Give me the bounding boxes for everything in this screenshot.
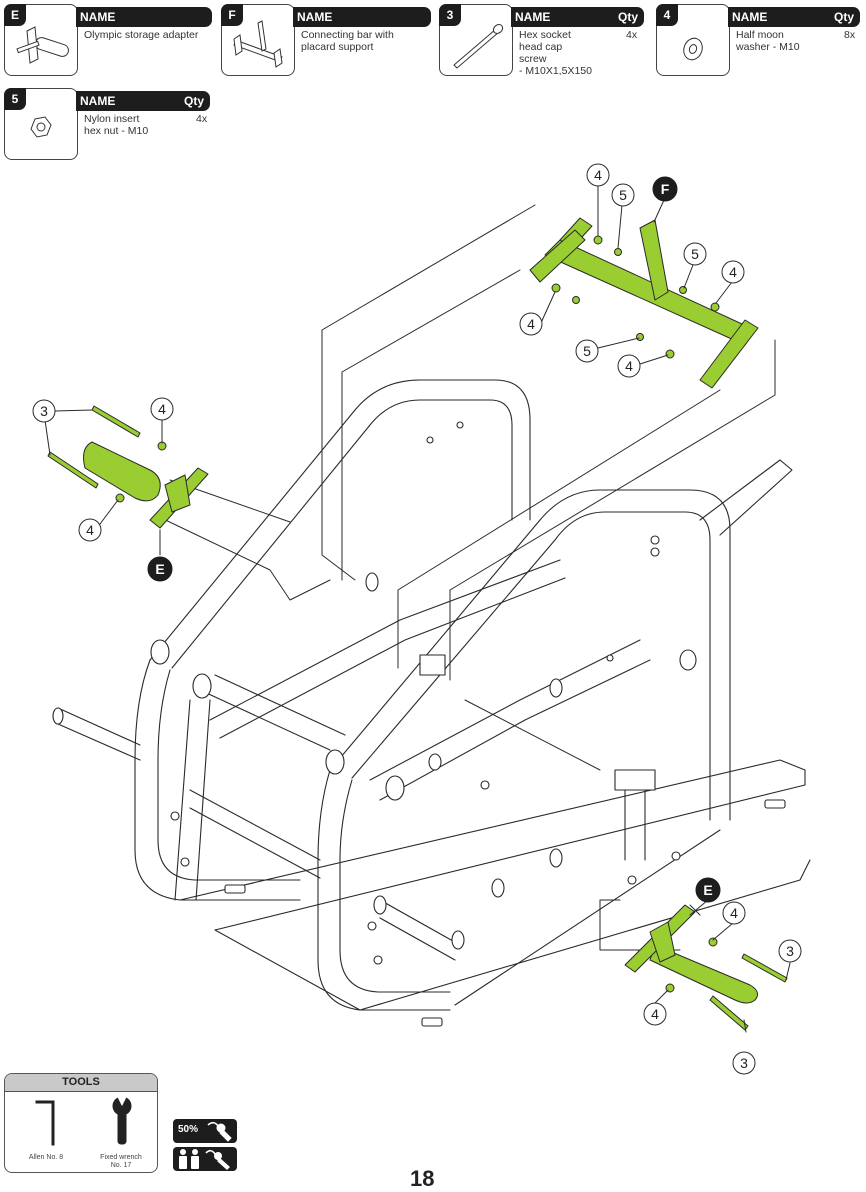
callout-bubble: E bbox=[147, 556, 173, 582]
callout-bubble: 4 bbox=[78, 518, 102, 542]
part-name-header: NAME bbox=[76, 7, 212, 27]
name-header-label: NAME bbox=[80, 94, 116, 108]
part-description: Nylon insert hex nut - M10 bbox=[84, 113, 149, 137]
callouts-right: E 4 3 4 3 bbox=[643, 877, 802, 1075]
power-tool-percent: 50% bbox=[178, 1124, 199, 1135]
part-qty: 4x bbox=[196, 113, 208, 125]
part-thumbnail bbox=[221, 4, 295, 76]
part-id: F bbox=[221, 4, 243, 26]
callouts-left: 3 4 4 E bbox=[32, 397, 174, 582]
callout-bubble: 4 bbox=[519, 312, 543, 336]
allen-key-icon bbox=[35, 1100, 55, 1146]
name-header-label: NAME bbox=[732, 10, 768, 24]
callout-label: 4 bbox=[158, 401, 166, 417]
two-person-badge bbox=[173, 1147, 237, 1171]
callout-bubble: 4 bbox=[150, 397, 174, 421]
part-id: 3 bbox=[439, 4, 461, 26]
gym-frame bbox=[52, 379, 811, 1027]
tool-label-allen: Allen No. 8 bbox=[28, 1154, 64, 1161]
name-header-label: NAME bbox=[515, 10, 551, 24]
callout-label: 5 bbox=[619, 187, 627, 203]
callout-label: 4 bbox=[625, 358, 633, 374]
washer-icon bbox=[683, 37, 703, 61]
callout-bubble: E bbox=[695, 877, 721, 903]
callout-label: 3 bbox=[786, 943, 794, 959]
power-wrench-icon bbox=[207, 1121, 232, 1142]
callout-bubble: 3 bbox=[732, 1051, 756, 1075]
name-header-label: NAME bbox=[80, 10, 116, 24]
qty-header-label: Qty bbox=[183, 94, 204, 108]
part-description: Connecting bar with placard support bbox=[301, 29, 394, 53]
part-thumbnail bbox=[4, 4, 78, 76]
callouts-top: 4 5 F 5 4 4 5 4 bbox=[519, 163, 745, 378]
callout-bubble: 3 bbox=[32, 399, 56, 423]
hex-nut-icon bbox=[30, 116, 52, 138]
part-id: E bbox=[4, 4, 26, 26]
callout-bubble: 5 bbox=[575, 339, 599, 363]
power-tool-badge: 50% bbox=[173, 1119, 237, 1143]
part-card-5: 5 NAME Qty Nylon insert hex nut - M10 4x bbox=[4, 88, 212, 160]
part-card-F: F NAME Connecting bar with placard suppo… bbox=[221, 4, 431, 76]
callout-bubble: 5 bbox=[683, 242, 707, 266]
callout-lines bbox=[44, 185, 791, 1033]
callout-label: 4 bbox=[729, 264, 737, 280]
callout-bubble: 4 bbox=[722, 901, 746, 925]
part-description: Hex socket head cap screw - M10X1,5X150 bbox=[519, 29, 592, 77]
callout-bubble: 5 bbox=[611, 183, 635, 207]
highlighted-parts bbox=[47, 217, 788, 1031]
callout-label: 3 bbox=[40, 403, 48, 419]
callout-label: 4 bbox=[594, 167, 602, 183]
part-id: 4 bbox=[656, 4, 678, 26]
callout-bubble: 4 bbox=[643, 1002, 667, 1026]
part-qty: 8x bbox=[844, 29, 856, 41]
qty-header-label: Qty bbox=[617, 10, 638, 24]
callout-label: 3 bbox=[740, 1055, 748, 1071]
callout-label: 4 bbox=[730, 905, 738, 921]
part-name-header: NAME Qty bbox=[511, 7, 644, 27]
callout-label: E bbox=[703, 882, 712, 898]
name-header-label: NAME bbox=[297, 10, 333, 24]
tool-label-wrench: Fixed wrench No. 17 bbox=[100, 1154, 142, 1169]
part-name-header: NAME Qty bbox=[728, 7, 860, 27]
callout-label: 4 bbox=[86, 522, 94, 538]
olympic-adapter-icon bbox=[16, 26, 69, 64]
callout-label: F bbox=[661, 181, 670, 197]
connecting-bar-icon bbox=[233, 20, 283, 68]
tools-box: TOOLS Allen No. 8 Fixed wrench No. 17 bbox=[4, 1073, 158, 1173]
qty-header-label: Qty bbox=[833, 10, 854, 24]
part-description: Olympic storage adapter bbox=[84, 29, 199, 41]
callout-label: E bbox=[155, 561, 164, 577]
callout-bubble: F bbox=[652, 176, 678, 202]
part-name-header: NAME Qty bbox=[76, 91, 210, 111]
callout-bubble: 4 bbox=[721, 260, 745, 284]
callout-bubble: 4 bbox=[617, 354, 641, 378]
callout-label: 5 bbox=[691, 246, 699, 262]
part-card-3: 3 NAME Qty Hex socket head cap screw - M… bbox=[439, 4, 644, 77]
part-card-E: E NAME Olympic storage adapter bbox=[4, 4, 212, 76]
callout-bubble: 4 bbox=[586, 163, 610, 187]
part-id: 5 bbox=[4, 88, 26, 110]
part-card-4: 4 NAME Qty Half moon washer - M10 8x bbox=[656, 4, 860, 76]
part-description: Half moon washer - M10 bbox=[736, 29, 800, 53]
fixed-wrench-icon bbox=[112, 1096, 132, 1145]
tools-title: TOOLS bbox=[5, 1074, 157, 1092]
callout-label: 4 bbox=[651, 1006, 659, 1022]
part-qty: 4x bbox=[626, 29, 638, 41]
two-people-icon bbox=[179, 1149, 230, 1170]
callout-bubble: 3 bbox=[778, 939, 802, 963]
tools-icons bbox=[35, 1096, 132, 1146]
hex-screw-icon bbox=[453, 24, 504, 69]
callout-label: 5 bbox=[583, 343, 591, 359]
part-name-header: NAME bbox=[293, 7, 431, 27]
callout-label: 4 bbox=[527, 316, 535, 332]
page-number: 18 bbox=[410, 1166, 435, 1191]
